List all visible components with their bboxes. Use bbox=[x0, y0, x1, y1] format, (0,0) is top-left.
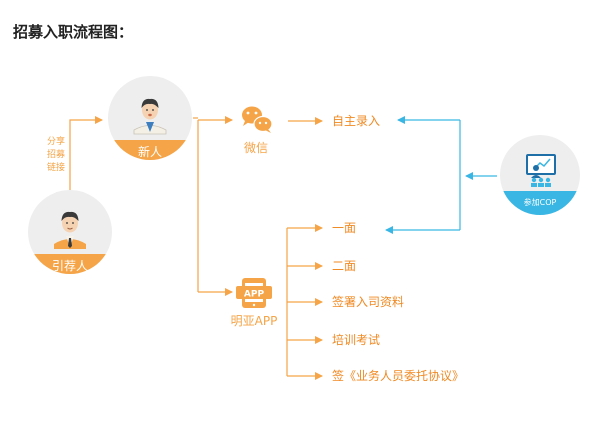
person-icon bbox=[133, 98, 167, 135]
page-title: 招募入职流程图： bbox=[13, 23, 134, 41]
phone-app-icon: APP bbox=[236, 278, 272, 308]
share-text-line: 分享 bbox=[47, 135, 65, 147]
wechat-label: 微信 bbox=[244, 141, 268, 155]
connectors bbox=[69, 116, 323, 380]
referrer-label: 引荐人 bbox=[52, 259, 88, 273]
cop-node: 参加COP bbox=[500, 135, 580, 215]
wechat-icon bbox=[242, 106, 273, 133]
app-badge-text: APP bbox=[244, 290, 265, 300]
newcomer-node: 新人 bbox=[108, 76, 192, 160]
newcomer-label: 新人 bbox=[138, 144, 162, 159]
referrer-node: 引荐人 bbox=[28, 190, 112, 274]
step-self-entry: 自主录入 bbox=[332, 114, 380, 128]
cop-connectors bbox=[385, 116, 497, 234]
step-list: 自主录入 一面 二面 签署入司资料 培训考试 签《业务人员委托协议》 bbox=[332, 114, 464, 383]
cop-label: 参加COP bbox=[524, 197, 557, 207]
step-training-exam: 培训考试 bbox=[332, 332, 380, 347]
connector-referrer-newcomer bbox=[69, 116, 103, 190]
step-sign-docs: 签署入司资料 bbox=[332, 294, 404, 309]
step-first-interview: 一面 bbox=[332, 221, 356, 235]
app-node: APP 明亚APP bbox=[231, 278, 278, 328]
step-sign-agreement: 签《业务人员委托协议》 bbox=[332, 368, 464, 383]
share-text-line: 链接 bbox=[47, 161, 65, 173]
wechat-node: 微信 bbox=[242, 106, 273, 155]
share-text-line: 招募 bbox=[47, 148, 65, 160]
person-tie-icon bbox=[54, 211, 86, 249]
presentation-icon bbox=[526, 154, 556, 187]
app-label: 明亚APP bbox=[231, 314, 278, 328]
share-link-text: 分享 招募 链接 bbox=[47, 135, 65, 173]
step-second-interview: 二面 bbox=[332, 259, 356, 273]
